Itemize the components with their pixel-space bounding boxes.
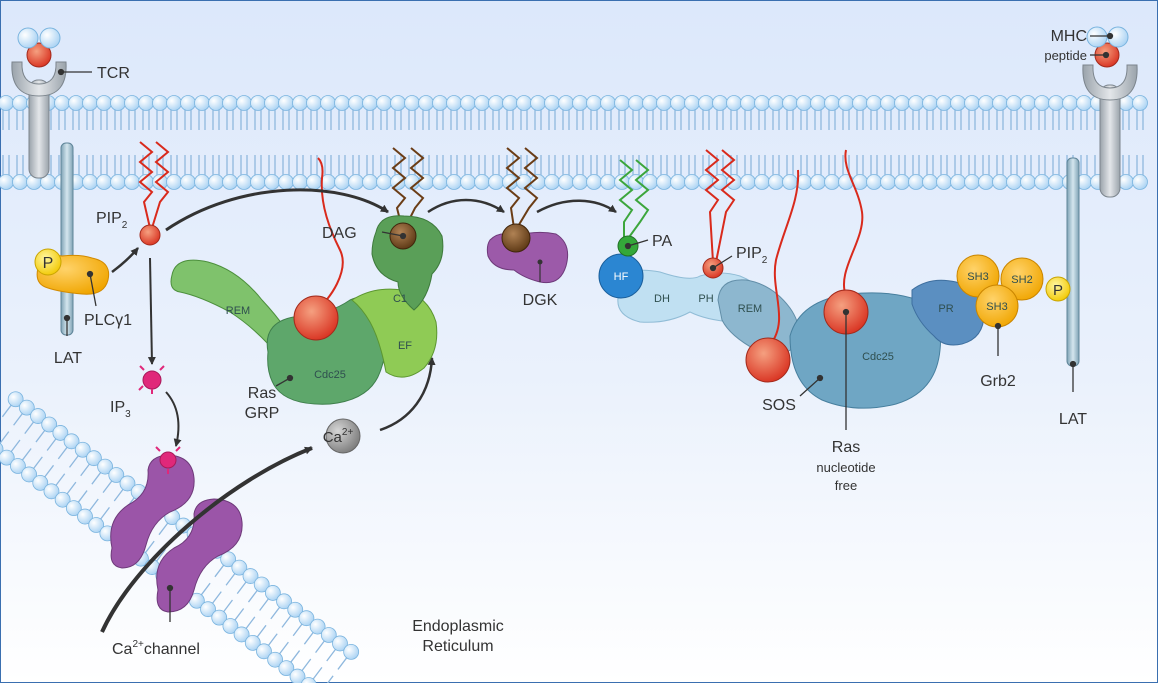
ras-tail-sos-2 (843, 149, 864, 297)
sos-cdc25-label: Cdc25 (862, 351, 894, 363)
ip3-label: IP3 (110, 399, 131, 420)
ca-channel-label: Ca2+channel (112, 639, 200, 658)
sos-hf-domain (598, 253, 644, 299)
lat-bar-left (60, 142, 74, 336)
c1-label: C1 (393, 293, 407, 305)
dgk-label: DGK (523, 292, 558, 309)
antigen-peptide-left (26, 42, 52, 68)
ca-release-arrow (100, 446, 313, 633)
hf-label: HF (614, 271, 629, 283)
pip2-head-left (139, 224, 161, 246)
rasgrp-name-line1: Ras (248, 385, 276, 402)
pa-lipid-tails (618, 159, 650, 241)
rasgrp-name-line2: GRP (245, 405, 280, 422)
pip2-lipid-tails-left (138, 141, 170, 229)
tcr-label: TCR (97, 65, 130, 82)
lat-right-label: LAT (1059, 411, 1087, 428)
calcium-ion-label: Ca2+ (323, 427, 354, 446)
ip3-molecule (138, 365, 165, 394)
ca-channel-open (110, 446, 195, 569)
dag-label: DAG (322, 225, 357, 242)
dgk-pointer-dot (537, 259, 543, 265)
lat-bar-right (1066, 157, 1080, 367)
ef-label: EF (398, 340, 412, 352)
er-label-line1: Endoplasmic (412, 618, 504, 635)
rasgrp-rem-label: REM (226, 305, 250, 317)
pr-label: PR (938, 303, 953, 315)
tcr-receptor (11, 27, 67, 179)
ras-tail-rasgrp (315, 157, 344, 311)
dag-lipid-tails-dgk (505, 147, 539, 229)
grb2-sh2 (1000, 257, 1044, 301)
dh-label: DH (654, 293, 670, 305)
dgk-to-pa-arrow (536, 199, 617, 214)
lat-left-label: LAT (54, 350, 82, 367)
phospho-p-left (34, 248, 62, 276)
leader-lines (57, 32, 1114, 622)
grb2-sh3-top-label: SH3 (967, 271, 988, 283)
ca-channel-closed (156, 498, 243, 613)
ras-label-line1: Ras (832, 439, 860, 456)
dag-head-dgk (501, 223, 531, 253)
ras-rasgrp (293, 295, 339, 341)
phospho-p-right-label: P (1053, 282, 1063, 299)
pip2-right-label: PIP2 (736, 245, 768, 266)
grb2-sh3-bottom-label: SH3 (986, 301, 1007, 313)
mhc-peptide-receptor (1082, 26, 1138, 198)
phospho-p-left-label: P (43, 255, 54, 272)
sos-label: SOS (762, 397, 796, 414)
grb2-sh2-label: SH2 (1011, 274, 1032, 286)
rasgrp-cdc25-label: Cdc25 (314, 369, 346, 381)
calcium-ion (325, 418, 361, 454)
sos-pr-domain (911, 279, 985, 346)
mhc-label: MHC (1051, 28, 1087, 45)
dag-lipid-tails-rasgrp (391, 147, 425, 229)
peptide-label: peptide (1044, 48, 1087, 63)
pip2-lipid-tails-right (704, 149, 736, 263)
er-label-line2: Reticulum (422, 638, 493, 655)
pip2-left-label: PIP2 (96, 210, 128, 231)
ip3-to-channel-arrow (165, 391, 182, 447)
ph-label: PH (698, 293, 713, 305)
pa-label: PA (652, 233, 672, 250)
phospho-p-right (1045, 276, 1071, 302)
ras-label-line2: nucleotide (816, 460, 875, 475)
ras-tail-sos-1 (769, 169, 800, 346)
pip2-to-dag-arrow (165, 188, 389, 232)
grb2-label: Grb2 (980, 373, 1016, 390)
sos-rem-label: REM (738, 303, 762, 315)
dag-to-dgk-arrow (427, 198, 505, 214)
rasgrp-c1-domain (371, 215, 444, 311)
plcg1-label: PLCγ1 (84, 312, 132, 329)
pip2-to-ip3-arrow (147, 257, 156, 365)
ras-label-line3: free (835, 478, 857, 493)
ca-to-ef-arrow (379, 357, 436, 432)
ras-gtp-sos (745, 337, 791, 383)
plc-to-pip2-arrow (111, 247, 139, 273)
